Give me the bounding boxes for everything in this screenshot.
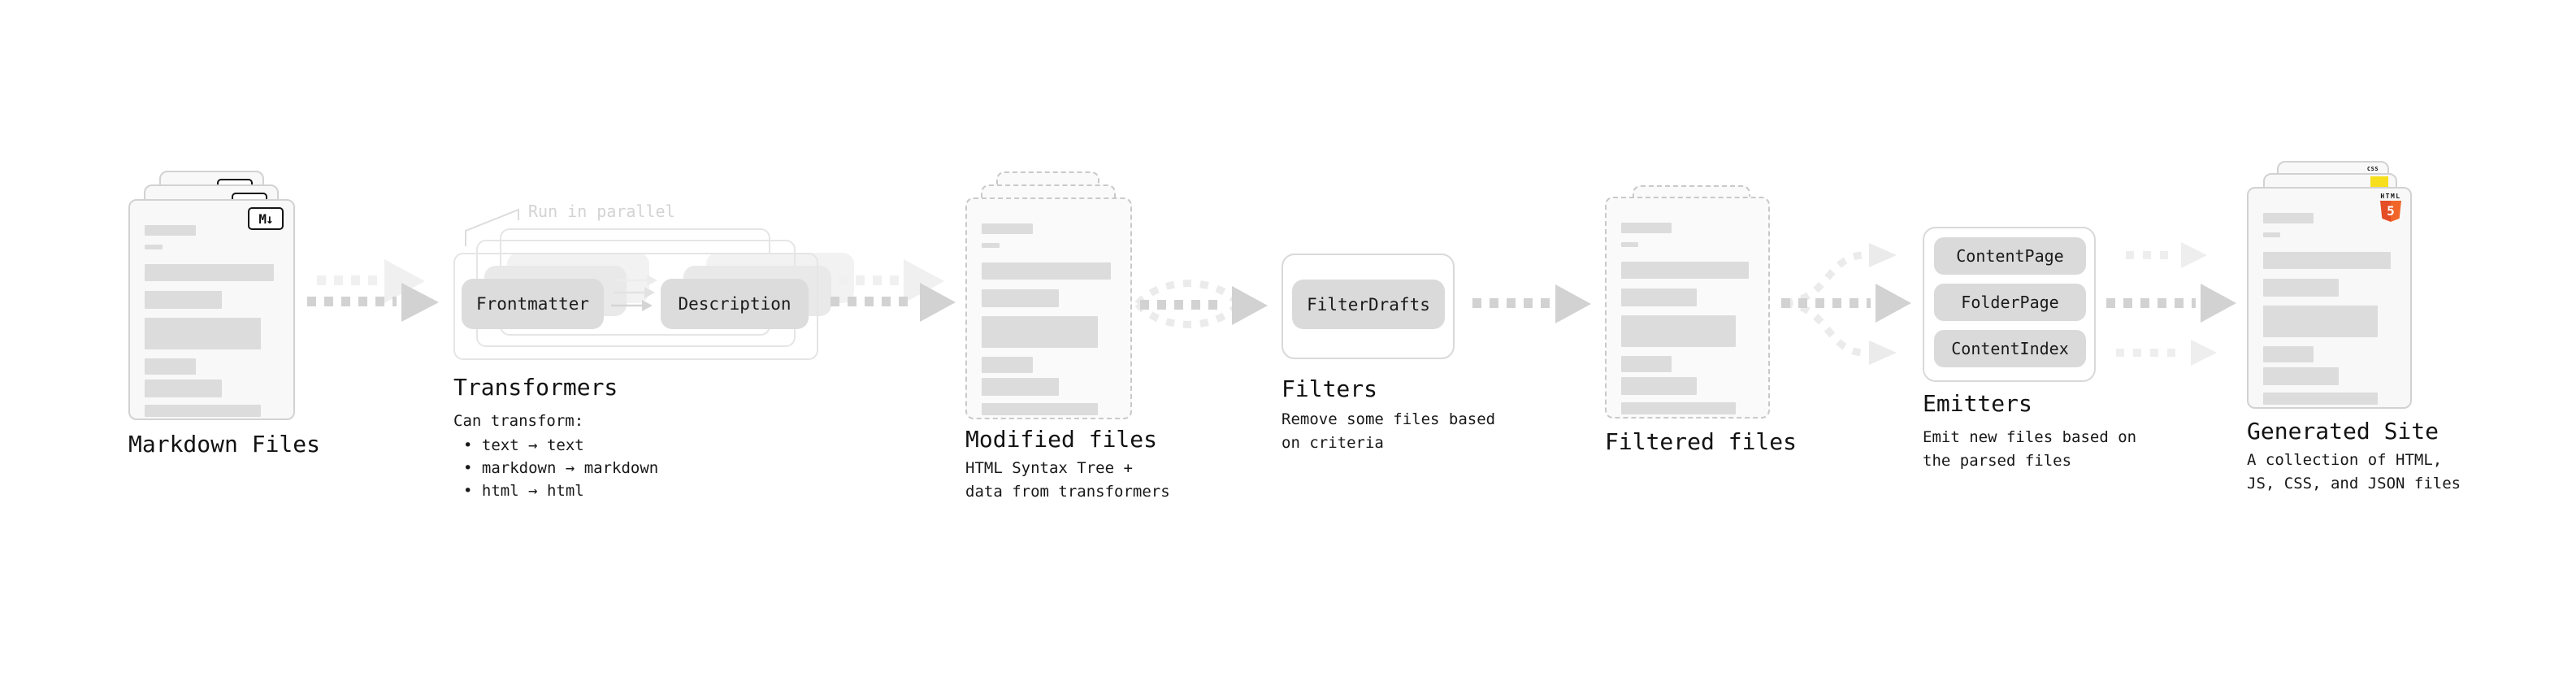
text-line-placeholder [1621, 288, 1698, 306]
stage-title-emitters: Emitters [1923, 390, 2032, 417]
transformer-layer-front [453, 253, 818, 360]
arrow-filters-to-filtered [1472, 284, 1591, 323]
text-line-placeholder [145, 405, 261, 417]
emitter-content-page-pill: ContentPage [1934, 237, 2086, 275]
markdown-file-page-front: M↓ [128, 199, 295, 420]
text-line-placeholder [145, 358, 197, 375]
css-logo-text: CSS [2366, 166, 2379, 172]
arrow-markdown-to-transformers [307, 259, 439, 322]
text-line-placeholder [982, 357, 1034, 373]
transformers-bullet-list: • text → text • markdown → markdown • ht… [463, 434, 658, 502]
text-line-placeholder [1621, 402, 1737, 414]
text-line-placeholder [982, 403, 1098, 415]
html5-logo-text: HTML [2380, 193, 2401, 200]
file-content-placeholder [130, 201, 293, 419]
text-line-placeholder [145, 225, 197, 236]
html5-logo-number: 5 [2387, 203, 2395, 219]
file-content-placeholder [2249, 189, 2410, 407]
file-content-placeholder [1607, 198, 1768, 417]
html5-logo-icon: HTML 5 [2378, 193, 2404, 222]
text-line-placeholder [2263, 306, 2379, 337]
text-line-placeholder [1621, 223, 1672, 233]
text-line-placeholder [2263, 232, 2281, 237]
text-line-placeholder [982, 378, 1059, 396]
bullet-item: • html → html [463, 482, 584, 500]
generated-html-page-front: HTML 5 [2247, 187, 2412, 409]
text-line-placeholder [2263, 279, 2340, 297]
text-line-placeholder [982, 262, 1112, 280]
modified-file-page-front [965, 197, 1132, 419]
text-line-placeholder [982, 223, 1034, 234]
transformer-frontmatter-pill: Frontmatter [462, 279, 604, 329]
transformers-subtitle: Can transform: [453, 412, 584, 430]
emitter-folder-page-pill: FolderPage [1934, 284, 2086, 321]
text-line-placeholder [982, 289, 1059, 307]
filters-subtitle: Remove some files based on criteria [1281, 410, 1496, 452]
text-line-placeholder [1621, 356, 1672, 372]
text-line-placeholder [145, 264, 275, 281]
emitter-content-index-pill: ContentIndex [1934, 330, 2086, 367]
stage-title-transformers: Transformers [453, 374, 618, 401]
text-line-placeholder [982, 243, 1000, 248]
markdown-logo-icon: M↓ [248, 207, 284, 230]
generated-site-subtitle: A collection of HTML, JS, CSS, and JSON … [2247, 451, 2461, 492]
text-line-placeholder [2263, 252, 2392, 269]
html5-logo-shield: 5 [2380, 201, 2401, 222]
filter-drafts-pill: FilterDrafts [1292, 280, 1445, 329]
run-in-parallel-note: Run in parallel [528, 202, 675, 221]
arrow-modified-to-filters [1134, 280, 1268, 328]
transformer-description-pill: Description [661, 279, 809, 329]
text-line-placeholder [1621, 242, 1639, 247]
stage-title-generated-site: Generated Site [2247, 418, 2439, 445]
text-line-placeholder [2263, 393, 2379, 405]
text-line-placeholder [145, 291, 222, 309]
stage-title-filtered-files: Filtered files [1605, 428, 1798, 455]
bullet-item: • text → text [463, 436, 584, 454]
text-line-placeholder [145, 318, 261, 349]
text-line-placeholder [145, 245, 163, 249]
stage-title-filters: Filters [1281, 375, 1378, 402]
text-line-placeholder [1621, 377, 1698, 395]
bullet-item: • markdown → markdown [463, 459, 659, 477]
text-line-placeholder [2263, 367, 2340, 385]
arrow-emitters-to-generated [2106, 242, 2236, 366]
text-line-placeholder [1621, 315, 1737, 347]
text-line-placeholder [145, 380, 222, 397]
text-line-placeholder [2263, 213, 2314, 223]
text-line-placeholder [1621, 262, 1750, 279]
text-line-placeholder [2263, 346, 2314, 362]
arrow-filtered-to-emitters [1781, 243, 1911, 365]
stage-title-markdown-files: Markdown Files [128, 431, 321, 458]
stage-title-modified-files: Modified files [965, 426, 1158, 453]
js-logo-icon [2370, 176, 2388, 190]
modified-files-subtitle: HTML Syntax Tree + data from transformer… [965, 459, 1170, 501]
file-content-placeholder [967, 199, 1130, 418]
filtered-file-page-front [1605, 197, 1770, 419]
emitters-subtitle: Emit new files based on the parsed files [1923, 428, 2137, 470]
text-line-placeholder [982, 316, 1098, 348]
